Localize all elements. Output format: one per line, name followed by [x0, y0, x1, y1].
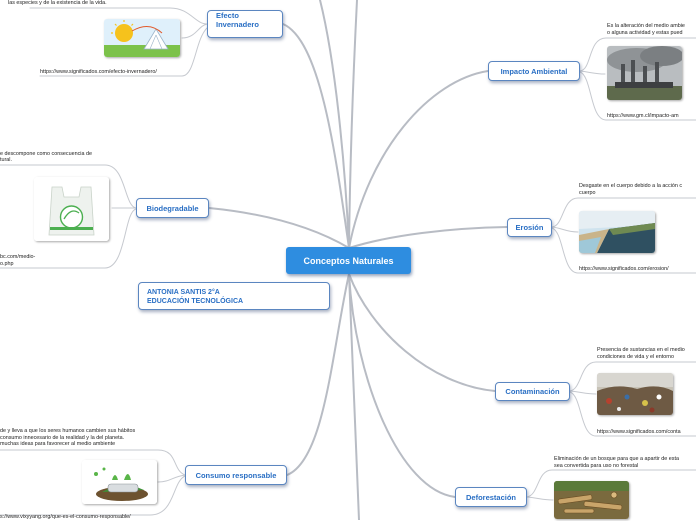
greenhouse-image — [104, 19, 180, 57]
efecto-url[interactable]: https://www.significados.com/efecto-inve… — [40, 69, 157, 76]
deforestacion-definition-2: sea convertida para uso no forestal — [554, 463, 638, 470]
deforestacion-logs-image — [554, 481, 629, 519]
branch-bottom-extra — [349, 274, 359, 520]
topic-erosion[interactable]: Erosión — [507, 218, 552, 237]
consumo-image — [82, 460, 157, 504]
topic-impacto-ambiental[interactable]: Impacto Ambiental — [488, 61, 580, 81]
impacto-definition-2: o alguna actividad y estas pued — [607, 30, 683, 37]
erosion-url[interactable]: https://www.significados.com/erosion/ — [579, 266, 669, 273]
erosion-coast-image — [579, 211, 655, 253]
topic-efecto-label-2: Invernadero — [216, 20, 259, 29]
central-topic[interactable]: Conceptos Naturales — [286, 247, 411, 274]
biodegradable-url-1[interactable]: bc.com/medio- — [0, 254, 35, 261]
impacto-url[interactable]: https://www.gm.cl/impacto-am — [607, 113, 679, 120]
contaminacion-url[interactable]: https://www.significados.com/conta — [597, 429, 681, 436]
topic-efecto-label-1: Efecto — [216, 11, 239, 20]
efecto-top-text: las especies y de la existencia de la vi… — [8, 0, 107, 7]
topic-efecto-invernadero[interactable]: Efecto Invernadero — [207, 10, 283, 38]
topic-consumo-responsable[interactable]: Consumo responsable — [185, 465, 287, 485]
branch-erosion — [349, 227, 507, 248]
biodegradable-bag-image — [34, 177, 109, 241]
author-topic[interactable]: ANTONIA SANTIS 2°A EDUCACIÓN TECNOLÓGICA — [138, 282, 330, 310]
topic-deforestacion[interactable]: Deforestación — [455, 487, 527, 507]
branch-top-extra-1 — [320, 0, 349, 248]
contaminacion-garbage-image — [597, 373, 673, 415]
topic-contaminacion[interactable]: Contaminación — [495, 382, 570, 401]
branch-impacto — [349, 71, 488, 248]
impacto-factory-image — [607, 46, 682, 100]
author-subject: EDUCACIÓN TECNOLÓGICA — [147, 297, 329, 306]
contaminacion-definition-2: condiciones de vida y el entorno — [597, 354, 674, 361]
branch-biodegradable — [209, 208, 349, 248]
biodegradable-url-2[interactable]: o.php — [0, 261, 14, 268]
topic-biodegradable[interactable]: Biodegradable — [136, 198, 209, 218]
erosion-definition-2: cuerpo — [579, 190, 595, 197]
branch-top-extra-2 — [349, 0, 357, 248]
branch-efecto — [283, 24, 349, 248]
author-name: ANTONIA SANTIS 2°A — [147, 288, 329, 297]
branch-contaminacion — [349, 274, 495, 391]
consumo-definition-3: muchas ideas para favorecer al medio amb… — [0, 441, 115, 448]
biodegradable-definition-2: tural. — [0, 157, 12, 164]
biodegradable-definition-1: e descompone como consecuencia de — [0, 151, 92, 158]
